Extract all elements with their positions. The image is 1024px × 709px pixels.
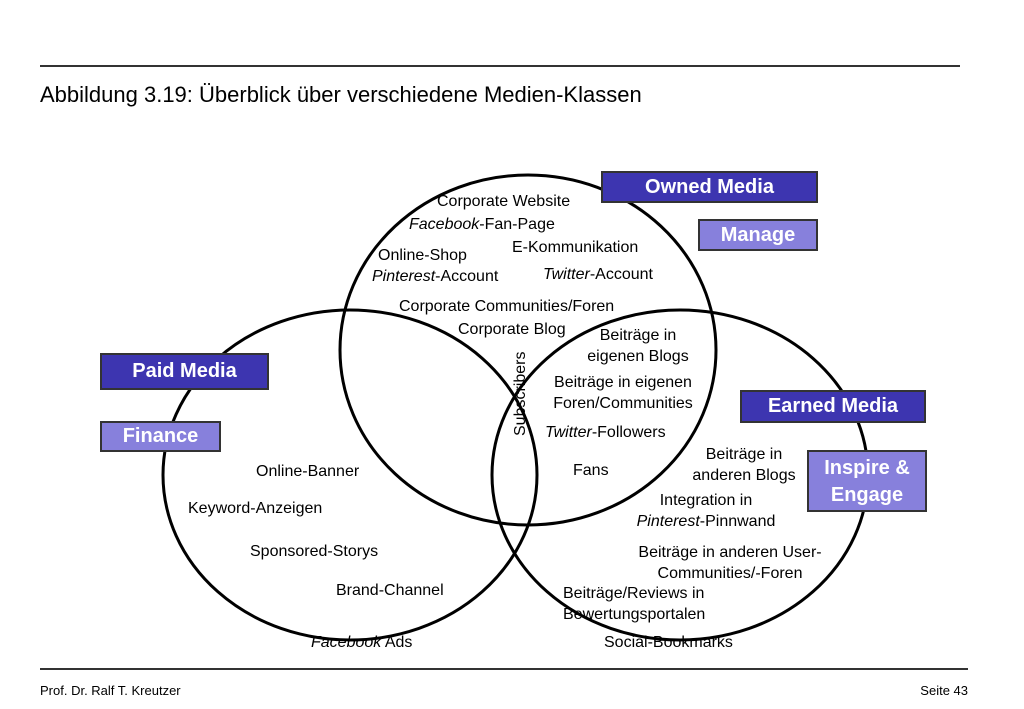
beitraege-anderen-blogs-label: Beiträge in anderen Blogs bbox=[670, 444, 818, 486]
twitter-account-label: Twitter-Account bbox=[543, 264, 653, 285]
footer-page-number: Seite 43 bbox=[920, 683, 968, 698]
beitraege-eigene-blogs-line2: eigenen Blogs bbox=[587, 348, 689, 365]
page-title: Abbildung 3.19: Überblick über verschied… bbox=[40, 82, 642, 107]
integration-pinterest-italic: Pinterest bbox=[636, 513, 700, 530]
facebook-fan-page-label: Facebook-Fan-Page bbox=[409, 214, 555, 235]
facebook-ads-rest: Ads bbox=[381, 634, 413, 651]
corporate-blog-label: Corporate Blog bbox=[458, 321, 566, 338]
twitter-account-italic: Twitter bbox=[543, 266, 590, 283]
inspire-engage-box: Inspire & Engage bbox=[807, 450, 927, 512]
beitraege-eigene-foren-line2: Foren/Communities bbox=[553, 395, 693, 412]
twitter-followers-italic: Twitter bbox=[545, 424, 592, 441]
paid-media-box: Paid Media bbox=[100, 353, 269, 390]
owned-media-box: Owned Media bbox=[601, 171, 818, 203]
inspire-engage-line1: Inspire & bbox=[824, 457, 910, 479]
subscribers-label: Subscribers bbox=[512, 351, 529, 436]
reviews-line2: Bewertungsportalen bbox=[563, 606, 706, 623]
online-shop-label: Online-Shop bbox=[378, 247, 467, 264]
twitter-followers-label: Twitter-Followers bbox=[545, 422, 666, 443]
online-banner-label: Online-Banner bbox=[256, 463, 360, 480]
beitraege-eigene-blogs-label: Beiträge in eigenen Blogs bbox=[583, 325, 693, 367]
earned-media-box: Earned Media bbox=[740, 390, 926, 423]
keyword-anzeigen-label: Keyword-Anzeigen bbox=[188, 500, 323, 517]
corporate-website-label: Corporate Website bbox=[437, 193, 571, 210]
fans-label: Fans bbox=[573, 462, 609, 479]
beitraege-anderen-blogs-line2: anderen Blogs bbox=[692, 467, 796, 484]
reviews-label: Beiträge/Reviews in Bewertungsportalen bbox=[563, 583, 705, 625]
facebook-fan-page-italic: Facebook bbox=[409, 216, 480, 233]
inspire-engage-line2: Engage bbox=[830, 484, 904, 506]
integration-pinterest-line1: Integration in bbox=[659, 492, 753, 509]
integration-pinterest-line2: Pinterest-Pinnwand bbox=[620, 511, 792, 532]
corporate-communities-label: Corporate Communities/Foren bbox=[399, 298, 615, 315]
brand-channel-label: Brand-Channel bbox=[336, 582, 444, 599]
twitter-followers-rest: -Followers bbox=[591, 424, 666, 441]
paid-media-circle bbox=[161, 308, 539, 642]
beitraege-eigene-blogs-line1: Beiträge in bbox=[599, 327, 677, 344]
social-bookmarks-label: Social-Bookmarks bbox=[604, 634, 733, 651]
top-rule bbox=[40, 65, 960, 67]
manage-box: Manage bbox=[698, 219, 818, 251]
beitraege-eigene-foren-line1: Beiträge in eigenen bbox=[554, 374, 692, 391]
beitraege-anderen-blogs-line1: Beiträge in bbox=[705, 446, 783, 463]
facebook-fan-page-rest: -Fan-Page bbox=[479, 216, 555, 233]
pinterest-account-rest: -Account bbox=[435, 268, 499, 285]
finance-box: Finance bbox=[100, 421, 221, 452]
bottom-rule bbox=[40, 668, 968, 670]
beitraege-eigene-foren-label: Beiträge in eigenen Foren/Communities bbox=[538, 372, 708, 414]
integration-pinterest-label: Integration in Pinterest-Pinnwand bbox=[620, 490, 792, 532]
pinterest-account-italic: Pinterest bbox=[372, 268, 436, 285]
sponsored-storys-label: Sponsored-Storys bbox=[250, 543, 379, 560]
reviews-line1: Beiträge/Reviews in bbox=[563, 585, 705, 602]
facebook-ads-italic: Facebook bbox=[311, 634, 382, 651]
facebook-ads-label: Facebook Ads bbox=[311, 632, 412, 653]
footer-author: Prof. Dr. Ralf T. Kreutzer bbox=[40, 683, 181, 698]
e-kommunikation-label: E-Kommunikation bbox=[512, 239, 639, 256]
integration-pinterest-rest: -Pinnwand bbox=[699, 513, 776, 530]
twitter-account-rest: -Account bbox=[589, 266, 653, 283]
user-communities-line1: Beiträge in anderen User- bbox=[638, 544, 822, 561]
user-communities-label: Beiträge in anderen User- Communities/-F… bbox=[612, 542, 848, 584]
pinterest-account-label: Pinterest-Account bbox=[372, 266, 498, 287]
user-communities-line2: Communities/-Foren bbox=[657, 565, 803, 582]
